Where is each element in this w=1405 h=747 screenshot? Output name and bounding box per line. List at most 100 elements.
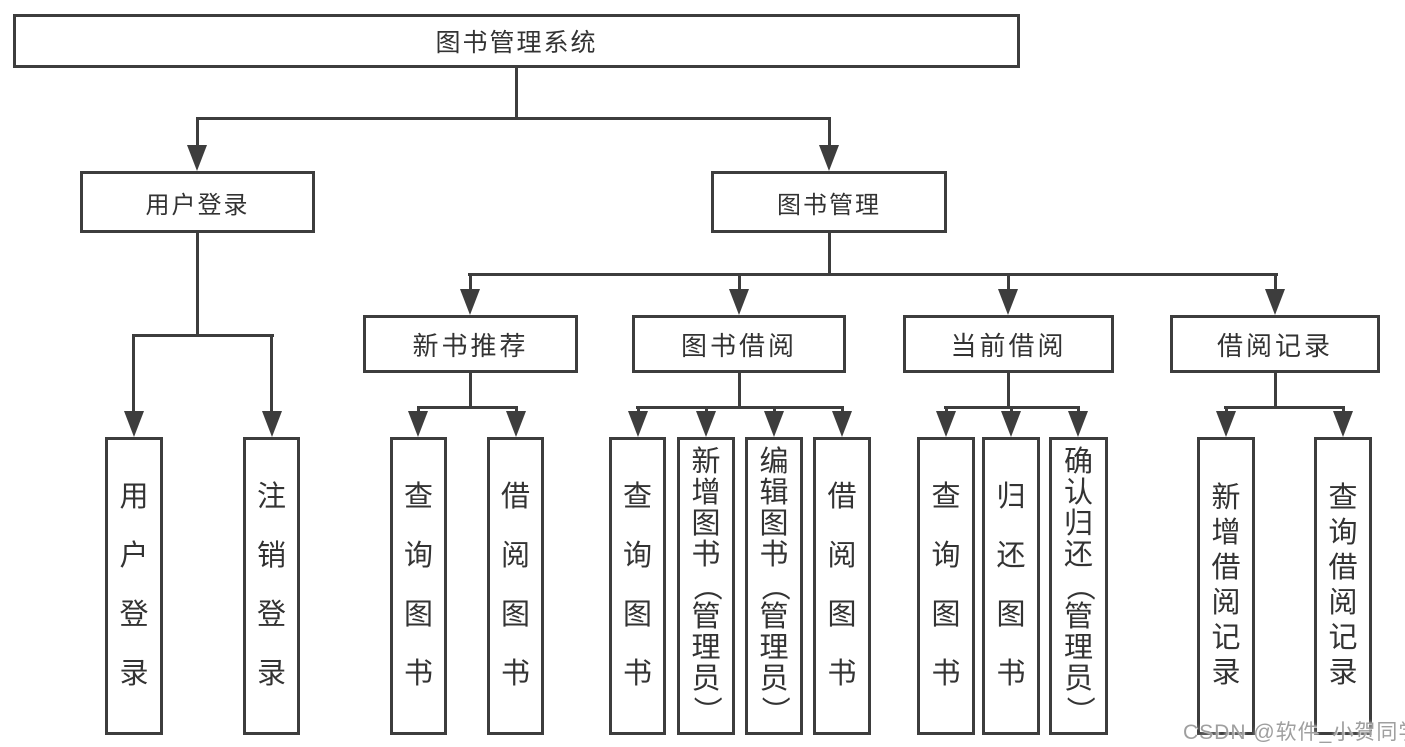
leaf-label-char: 借 bbox=[1328, 552, 1358, 584]
leaf-label-char: 户 bbox=[119, 540, 149, 572]
leaf-label-char: 查 bbox=[931, 481, 961, 513]
leaf-edit-book-admin: 编辑图书（管理员） bbox=[745, 437, 803, 735]
leaf-label-char: ） bbox=[690, 695, 723, 725]
connector-records-bar bbox=[1224, 406, 1345, 409]
leaf-label-char: 还 bbox=[996, 540, 1026, 572]
leaf-label-char: 归 bbox=[1063, 507, 1093, 540]
arrowhead-leaf-logout bbox=[262, 411, 282, 437]
connector-bookmgmt-stub bbox=[828, 233, 831, 276]
leaf-label-char: 图 bbox=[931, 599, 961, 631]
leaf-label-char: 图 bbox=[691, 507, 721, 540]
arrowhead-current-confirm bbox=[1068, 411, 1088, 437]
node-book-borrow: 图书借阅 bbox=[632, 315, 846, 373]
arrowhead-borrow-query bbox=[628, 411, 648, 437]
arrowhead-current-return bbox=[1001, 411, 1021, 437]
arrowhead-user-login bbox=[187, 145, 207, 171]
leaf-label-char: 书 bbox=[931, 658, 961, 690]
node-root: 图书管理系统 bbox=[13, 14, 1020, 68]
leaf-label-char: 查 bbox=[1328, 482, 1358, 514]
arrowhead-borrow-borrow bbox=[832, 411, 852, 437]
connector-borrow-stub bbox=[738, 373, 741, 409]
connector-current-stub bbox=[1007, 373, 1010, 409]
leaf-label-char: 理 bbox=[759, 631, 789, 664]
leaf-confirm-return-admin: 确认归还（管理员） bbox=[1049, 437, 1108, 735]
leaf-label-char: 图 bbox=[996, 599, 1026, 631]
connector-recommend-bar bbox=[417, 406, 517, 409]
leaf-current-query-books: 查询图书 bbox=[917, 437, 975, 735]
connector-bookmgmt-drop-3 bbox=[1007, 273, 1010, 291]
leaf-label-char: 记 bbox=[1328, 622, 1358, 654]
leaf-label-char: 管 bbox=[1063, 600, 1093, 633]
leaf-query-borrow-record: 查询借阅记录 bbox=[1314, 437, 1372, 735]
leaf-label-char: 借 bbox=[500, 481, 530, 513]
leaf-label-char: 用 bbox=[119, 481, 149, 513]
connector-recommend-drop-1 bbox=[417, 406, 420, 413]
arrowhead-current-borrow bbox=[998, 289, 1018, 315]
leaf-label-char: 阅 bbox=[1211, 587, 1241, 619]
leaf-label-char: ） bbox=[1062, 695, 1095, 725]
leaf-label-char: 阅 bbox=[500, 540, 530, 572]
arrowhead-records-query bbox=[1333, 411, 1353, 437]
leaf-label-char: 销 bbox=[256, 540, 286, 572]
leaf-label-char: 图 bbox=[500, 599, 530, 631]
leaf-label-char: 图 bbox=[622, 599, 652, 631]
connector-recommend-drop-2 bbox=[515, 406, 518, 413]
connector-userlogin-drop-2 bbox=[270, 334, 273, 413]
connector-userlogin-drop-1 bbox=[132, 334, 135, 413]
arrowhead-records-add bbox=[1216, 411, 1236, 437]
connector-recommend-stub bbox=[469, 373, 472, 409]
leaf-borrow-query-books: 查询图书 bbox=[609, 437, 666, 735]
connector-root-bar bbox=[196, 117, 831, 120]
leaf-recommend-borrow-books: 借阅图书 bbox=[487, 437, 544, 735]
node-current-borrow: 当前借阅 bbox=[903, 315, 1114, 373]
leaf-label-char: 书 bbox=[622, 658, 652, 690]
connector-current-drop-1 bbox=[945, 406, 948, 413]
leaf-label-char: 书 bbox=[827, 658, 857, 690]
leaf-label-char: 查 bbox=[622, 481, 652, 513]
leaf-label-char: 新 bbox=[691, 445, 721, 478]
leaf-label-char: 书 bbox=[403, 658, 433, 690]
connector-records-drop-2 bbox=[1342, 406, 1345, 413]
leaf-label-char: 书 bbox=[500, 658, 530, 690]
node-book-management: 图书管理 bbox=[711, 171, 947, 233]
leaf-label-char: ） bbox=[758, 695, 791, 725]
leaf-label-char: 查 bbox=[403, 481, 433, 513]
leaf-add-borrow-record: 新增借阅记录 bbox=[1197, 437, 1255, 735]
leaf-label-char: 辑 bbox=[759, 476, 789, 509]
arrowhead-current-query bbox=[936, 411, 956, 437]
node-new-book-recommend: 新书推荐 bbox=[363, 315, 578, 373]
arrowhead-book-borrow bbox=[729, 289, 749, 315]
arrowhead-recommend-borrow bbox=[506, 411, 526, 437]
leaf-label-char: （ bbox=[690, 571, 723, 601]
leaf-label-char: 增 bbox=[1211, 517, 1241, 549]
connector-bookmgmt-bar bbox=[468, 273, 1278, 276]
leaf-label-char: 询 bbox=[1328, 517, 1358, 549]
leaf-label-char: 理 bbox=[691, 631, 721, 664]
connector-borrow-drop-1 bbox=[637, 406, 640, 413]
connector-userlogin-stub bbox=[196, 233, 199, 336]
arrowhead-book-management bbox=[819, 145, 839, 171]
leaf-label-char: 确 bbox=[1063, 445, 1093, 478]
connector-bookmgmt-drop-4 bbox=[1274, 273, 1277, 291]
leaf-label-char: 图 bbox=[403, 599, 433, 631]
leaf-logout: 注销登录 bbox=[243, 437, 300, 735]
leaf-label-char: 录 bbox=[1328, 657, 1358, 689]
leaf-label-char: 书 bbox=[759, 538, 789, 571]
leaf-label-char: 录 bbox=[256, 658, 286, 690]
arrowhead-new-book-recommend bbox=[460, 289, 480, 315]
leaf-recommend-query-books: 查询图书 bbox=[390, 437, 447, 735]
leaf-label-char: 询 bbox=[931, 540, 961, 572]
leaf-label-char: 增 bbox=[691, 476, 721, 509]
connector-root-drop-2 bbox=[828, 117, 831, 147]
leaf-label-char: 记 bbox=[1211, 622, 1241, 654]
connector-current-drop-3 bbox=[1077, 406, 1080, 413]
node-borrow-records: 借阅记录 bbox=[1170, 315, 1380, 373]
connector-borrow-drop-4 bbox=[841, 406, 844, 413]
leaf-label-char: 员 bbox=[759, 662, 789, 695]
leaf-label-char: 书 bbox=[996, 658, 1026, 690]
connector-current-drop-2 bbox=[1010, 406, 1013, 413]
leaf-label-char: 理 bbox=[1063, 631, 1093, 664]
leaf-label-char: 注 bbox=[256, 481, 286, 513]
leaf-label-char: 员 bbox=[691, 662, 721, 695]
